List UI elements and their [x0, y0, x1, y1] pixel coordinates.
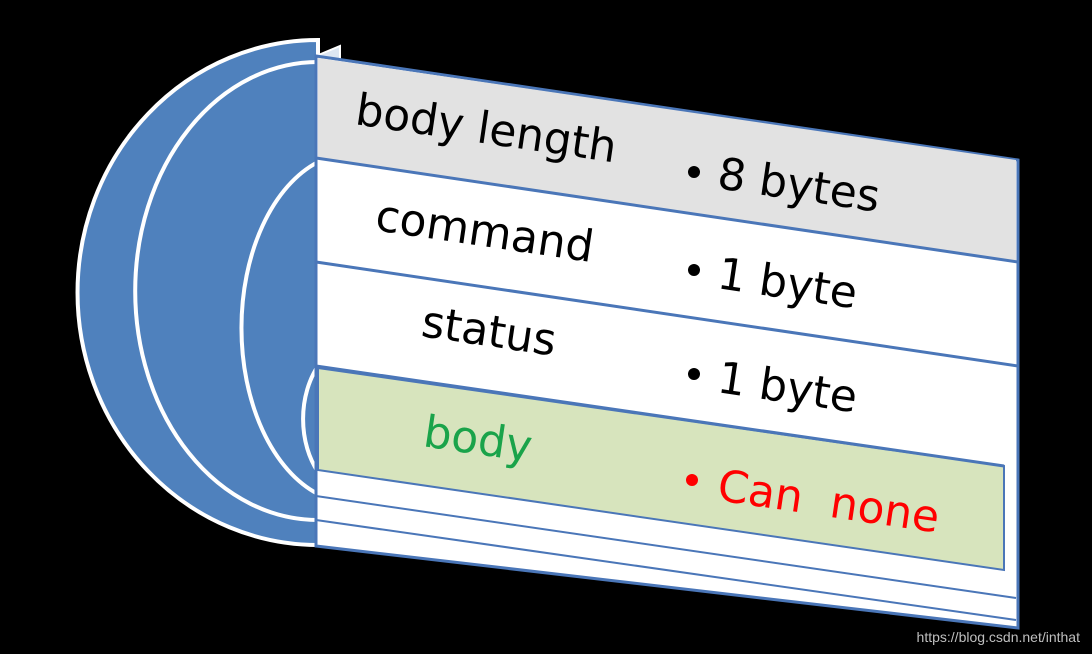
- divider-3: [315, 364, 1005, 468]
- bullet-dot: [688, 368, 700, 380]
- row-band-body-length: [318, 58, 1016, 262]
- concentric-arcs: [75, 37, 320, 548]
- bullet-dot: [688, 166, 700, 178]
- divider-1: [315, 156, 1019, 264]
- bullet-dot: [686, 474, 698, 486]
- row-dividers: [315, 156, 1019, 621]
- watermark: https://blog.csdn.net/inthat: [917, 629, 1081, 645]
- arc-inner: [301, 359, 320, 479]
- arc-third: [239, 158, 320, 498]
- divider-5: [315, 519, 1017, 621]
- bullet-dot: [688, 264, 700, 276]
- divider-2: [315, 260, 1019, 368]
- divider-4: [315, 495, 1017, 599]
